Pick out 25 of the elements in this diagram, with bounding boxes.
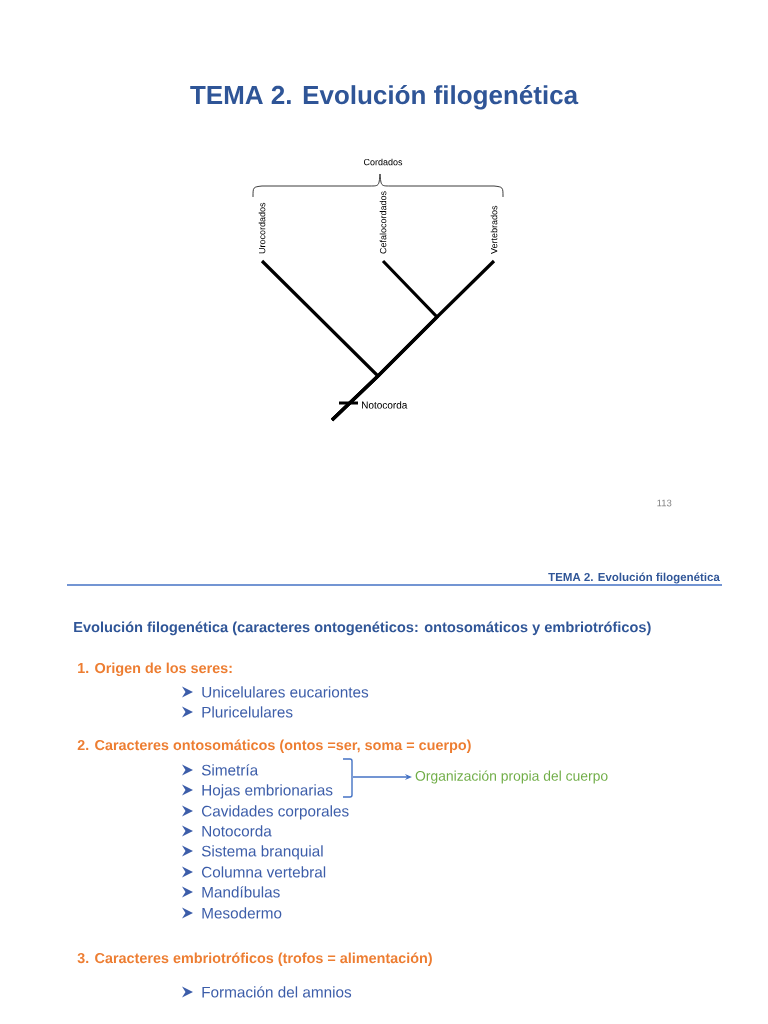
list-item: Mesodermo bbox=[202, 907, 282, 919]
taxon-label: Cefalocordados bbox=[379, 191, 387, 254]
list-item: Formación del amnios bbox=[202, 986, 352, 998]
taxon-label: Vertebrados bbox=[490, 205, 498, 254]
list-item: Cavidades corporales bbox=[202, 805, 349, 820]
list-item: Hojas embrionarias bbox=[202, 784, 333, 799]
list-item: Simetría bbox=[201, 764, 259, 776]
taxon-label: Urocordados bbox=[258, 202, 266, 254]
title: TEMA 2. Evolución filogenética bbox=[190, 84, 579, 110]
running-header: TEMA 2. Evolución filogenética bbox=[548, 572, 720, 584]
tree-branch bbox=[330, 259, 496, 422]
annotation-text: Organización propia del cuerpo bbox=[415, 770, 608, 784]
character-label: Notocorda bbox=[362, 401, 408, 409]
section-heading: 2. Caracteres ontosomáticos (ontos =ser, soma = cuerpo) bbox=[77, 739, 471, 753]
heading: Evolución filogenética (caracteres ontogenéticos: ontosomáticos y embriotróficos) bbox=[74, 621, 651, 636]
section-heading: 1. Origen de los seres: bbox=[78, 662, 232, 677]
section-heading: 3. Caracteres embriotróficos (trofos = alimentación) bbox=[77, 952, 432, 966]
clade-label: Cordados bbox=[363, 158, 403, 166]
list-item: Pluricelulares bbox=[202, 706, 293, 718]
list-item: Unicelulares eucariontes bbox=[202, 686, 369, 698]
list-item: Sistema branquial bbox=[201, 845, 323, 860]
list-item: Mandíbulas bbox=[202, 886, 280, 898]
list-item: Notocorda bbox=[202, 825, 272, 837]
list-item: Columna vertebral bbox=[202, 866, 326, 878]
page-number: 113 bbox=[657, 499, 672, 507]
